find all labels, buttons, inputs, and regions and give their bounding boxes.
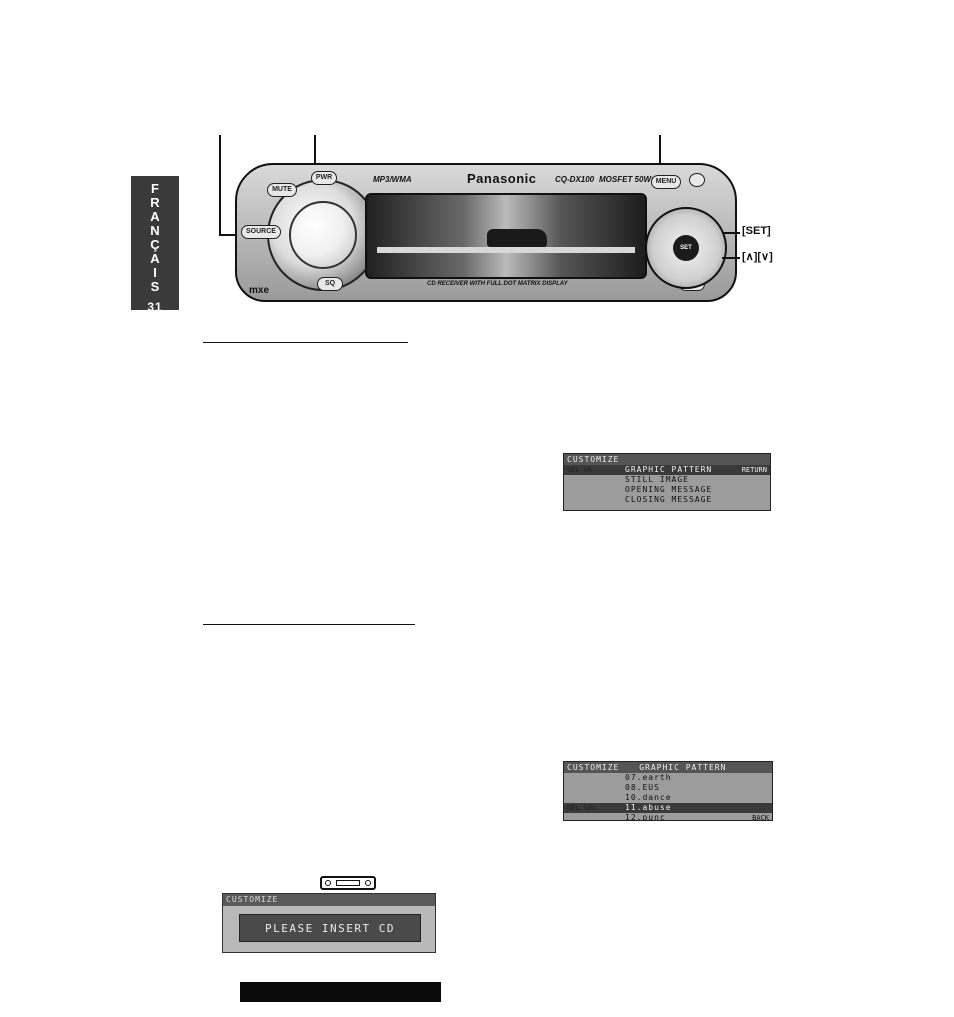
format-label: MP3/WMA — [373, 175, 412, 184]
lcd-row-side — [731, 773, 772, 783]
lcd-header-sub: GRAPHIC PATTERN — [639, 763, 727, 772]
callout-line-updown — [722, 257, 740, 259]
lcd-row-label: SEL ok — [567, 466, 593, 474]
navigation-pad[interactable]: SET — [645, 207, 727, 289]
lcd-row-label — [564, 793, 619, 803]
lcd-header: CUSTOMIZE — [564, 454, 770, 465]
mute-button[interactable]: MUTE — [267, 183, 297, 197]
section-rule-1 — [203, 342, 408, 343]
language-letter: Ç — [150, 237, 160, 252]
language-tab: F R A N Ç A I S 31 — [131, 176, 179, 314]
language-letter: N — [150, 223, 160, 238]
display-car-image — [487, 229, 547, 247]
lcd-row-label — [564, 495, 619, 505]
language-letter: I — [153, 265, 157, 280]
power-button[interactable]: PWR — [311, 171, 337, 185]
updown-label: [∧][∨] — [742, 251, 773, 263]
lcd-row-label — [564, 475, 619, 485]
lcd-row-side — [729, 495, 770, 505]
display-track — [377, 247, 635, 253]
language-letter: F — [151, 181, 159, 196]
lcd-header: CUSTOMIZE GRAPHIC PATTERN — [564, 762, 772, 773]
brand-logo: Panasonic — [467, 171, 537, 186]
lcd-graphic-pattern: CUSTOMIZE GRAPHIC PATTERN 07.earth 08.EU… — [563, 761, 773, 821]
lcd-header-title: CUSTOMIZE — [567, 763, 620, 772]
lcd-row[interactable]: CLOSING MESSAGE — [564, 495, 770, 505]
volume-knob[interactable] — [289, 201, 357, 269]
car-stereo-faceplate: SOURCE MUTE PWR SQ MP3/WMA Panasonic CQ-… — [235, 163, 737, 302]
lcd-message-box: PLEASE INSERT CD — [239, 914, 421, 942]
lcd-row-text: 10.dance — [625, 793, 672, 802]
lcd-customize-menu: CUSTOMIZE SEL ok GRAPHIC PATTERN RETURN … — [563, 453, 771, 511]
lcd-row[interactable]: 12.punc BACK — [564, 813, 772, 821]
lcd-row-side — [731, 783, 772, 793]
lcd-header: CUSTOMIZE — [223, 894, 435, 906]
language-letter: R — [150, 195, 160, 210]
lcd-row-text: STILL IMAGE — [625, 475, 689, 484]
lcd-row-side — [729, 475, 770, 485]
lcd-row[interactable]: OPENING MESSAGE — [564, 485, 770, 495]
set-label: [SET] — [742, 225, 771, 237]
lcd-row[interactable]: 07.earth — [564, 773, 772, 783]
lcd-row-label — [564, 813, 619, 820]
lcd-row[interactable]: SEL ok GRAPHIC PATTERN RETURN — [564, 465, 770, 475]
cd-icon-dot — [365, 880, 371, 886]
lcd-row[interactable]: 08.EUS — [564, 783, 772, 793]
lcd-row-label: DEL SEL — [567, 804, 597, 812]
callout-line-menu — [659, 135, 661, 180]
set-button[interactable]: SET — [673, 235, 699, 261]
callout-line-source — [219, 135, 221, 235]
strip-label: CD RECEIVER WITH FULL DOT MATRIX DISPLAY — [427, 281, 568, 287]
lcd-row-text: GRAPHIC PATTERN — [625, 465, 713, 474]
lcd-row[interactable]: 10.dance — [564, 793, 772, 803]
lcd-row[interactable]: DEL SEL 11.abuse — [564, 803, 772, 813]
language-letter: A — [150, 251, 160, 266]
lcd-row-text: 07.earth — [625, 773, 672, 782]
lcd-row-label — [564, 773, 619, 783]
lcd-row-text: 08.EUS — [625, 783, 660, 792]
cd-slot-icon — [320, 876, 376, 890]
faceplate-display — [365, 193, 647, 279]
lcd-row-side — [731, 803, 772, 813]
callout-line-set — [722, 232, 740, 234]
lcd-row-side: BACK — [752, 814, 769, 821]
lcd-row-side — [731, 793, 772, 803]
lcd-row-side: RETURN — [741, 466, 767, 474]
cd-icon-slot — [336, 880, 360, 886]
output-label: MOSFET 50W×4 — [599, 175, 661, 184]
lcd-insert-cd: CUSTOMIZE PLEASE INSERT CD — [222, 893, 436, 953]
black-bar — [240, 982, 441, 1002]
lcd-row[interactable]: STILL IMAGE — [564, 475, 770, 485]
lcd-row-text: CLOSING MESSAGE — [625, 495, 713, 504]
sq-button[interactable]: SQ — [317, 277, 343, 291]
menu-button[interactable]: MENU — [651, 175, 681, 189]
lcd-row-side — [729, 485, 770, 495]
lcd-row-text: 12.punc — [625, 813, 666, 821]
lcd-row-text: 11.abuse — [625, 803, 672, 812]
lcd-message: PLEASE INSERT CD — [265, 921, 395, 935]
page-number: 31 — [147, 300, 163, 314]
lcd-row-text: OPENING MESSAGE — [625, 485, 713, 494]
language-letter: A — [150, 209, 160, 224]
lcd-row-label — [564, 485, 619, 495]
section-rule-2 — [203, 624, 415, 625]
language-letter: S — [150, 279, 160, 294]
eject-button[interactable] — [689, 173, 705, 187]
cd-icon-dot — [325, 880, 331, 886]
mxe-logo: mxe — [249, 285, 270, 296]
lcd-row-label — [564, 783, 619, 793]
source-button[interactable]: SOURCE — [241, 225, 281, 239]
model-label: CQ-DX100 — [555, 175, 595, 184]
